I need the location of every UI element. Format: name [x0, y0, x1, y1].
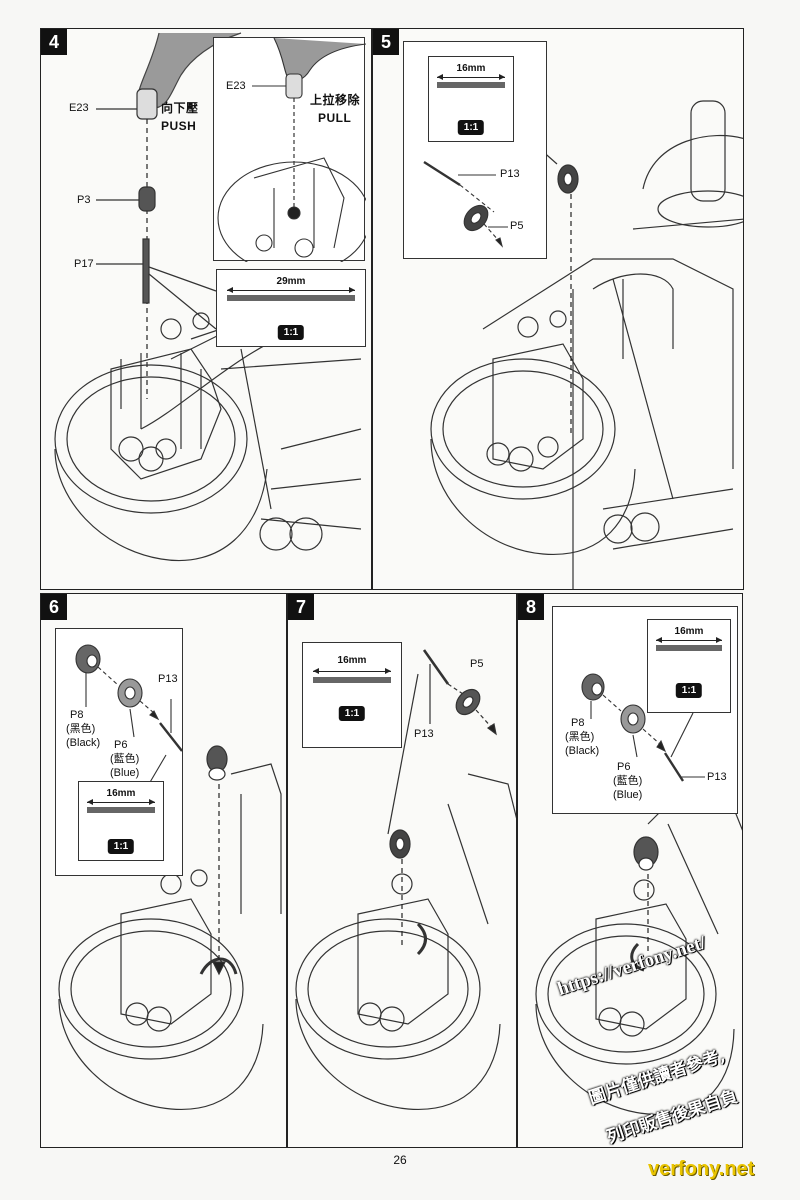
watermark-site: verfony.net [648, 1158, 755, 1180]
step-5-inset-illustration [423, 160, 508, 248]
label-p6-color-en: (Blue) [613, 789, 643, 801]
step-5-inset: 16mm 1:1 P13 P5 [403, 41, 547, 259]
label-push-en: PUSH [161, 119, 197, 133]
p3-part [138, 186, 156, 212]
label-p13: P13 [500, 168, 520, 180]
label-p6: P6 [617, 761, 631, 773]
label-p8-color-en: (Black) [565, 745, 600, 757]
label-p8-color-cn: (黑色) [66, 723, 96, 735]
p13-shaft [423, 160, 461, 187]
step-7-number: 7 [288, 594, 314, 620]
p8-p6-assembly [206, 745, 228, 781]
step-4-scale-box: 29mm 1:1 [216, 269, 366, 347]
p5-gear-floating [557, 164, 579, 194]
step-6-inset: P8 (黑色) (Black) P6 (藍色) (Blue) P13 16mm … [55, 628, 183, 876]
scale-part-silhouette [656, 645, 722, 651]
step-8-panel: 8 [517, 593, 743, 1148]
label-pull-en: PULL [318, 111, 352, 125]
label-p17: P17 [74, 258, 94, 270]
step-5-scale-box: 16mm 1:1 [428, 56, 514, 142]
step-8-number: 8 [518, 594, 544, 620]
scale-length-16mm: 16mm [456, 63, 486, 74]
step-8-inset: 16mm 1:1 P8 (黑色) (Black) P6 (藍色) (Blue) … [552, 606, 738, 814]
p5-gear [455, 688, 481, 716]
label-p6-color-cn: (藍色) [613, 775, 643, 787]
step-8-illustration [535, 793, 742, 1115]
scale-length-16mm: 16mm [106, 788, 136, 799]
step-7-illustration [295, 649, 516, 1110]
label-p6-color-en: (Blue) [110, 767, 140, 779]
p8-gear-black [75, 644, 101, 674]
label-p13: P13 [158, 673, 178, 685]
label-p5: P5 [510, 220, 524, 232]
finger-illustration [138, 32, 242, 109]
step-6-scale-box: 16mm 1:1 [78, 781, 164, 861]
label-push-cn: 向下壓 [161, 101, 199, 115]
label-e23: E23 [69, 102, 89, 114]
step-7-panel: 7 [287, 593, 517, 1148]
scale-dimension-arrow [313, 668, 391, 674]
scale-ratio-badge: 1:1 [277, 325, 305, 340]
step-6-panel: 6 [40, 593, 287, 1148]
scale-dimension-arrow [437, 74, 505, 80]
label-pull-cn: 上拉移除 [310, 93, 361, 107]
step-5-number: 5 [373, 29, 399, 55]
label-inset-e23: E23 [226, 80, 246, 92]
p13-shaft [159, 722, 183, 752]
step-5-panel: 5 [372, 28, 744, 590]
scale-length-16mm: 16mm [337, 655, 367, 666]
label-p8-color-cn: (黑色) [565, 731, 595, 743]
step-4-panel: 4 [40, 28, 372, 590]
scale-ratio-badge: 1:1 [675, 683, 703, 698]
p6-gear-blue [620, 704, 646, 734]
scale-length-16mm: 16mm [674, 626, 704, 637]
p8-p6-assembly [633, 836, 659, 871]
step-6-number: 6 [41, 594, 67, 620]
step-4-number: 4 [41, 29, 67, 55]
label-p6: P6 [114, 739, 128, 751]
scale-part-silhouette [227, 295, 355, 301]
p5-gear-inset [463, 204, 489, 232]
scale-ratio-badge: 1:1 [107, 839, 135, 854]
label-p5: P5 [470, 658, 484, 670]
scale-length-29mm: 29mm [276, 276, 306, 287]
label-p3: P3 [77, 194, 91, 206]
step-4-illustration [54, 32, 362, 561]
label-p6-color-cn: (藍色) [110, 753, 140, 765]
step-8-scale-box: 16mm 1:1 [647, 619, 731, 713]
p8-gear-black [581, 673, 605, 701]
scale-dimension-arrow [656, 637, 722, 643]
e23-part [136, 88, 158, 120]
label-p8: P8 [571, 717, 585, 729]
step-6-illustration [58, 745, 282, 1110]
step-7-scale-box: 16mm 1:1 [302, 642, 402, 748]
label-p13: P13 [414, 728, 434, 740]
scale-dimension-arrow [227, 287, 355, 293]
step-8-inset-illustration [581, 673, 705, 782]
p6-gear-blue [117, 678, 143, 708]
scale-ratio-badge: 1:1 [457, 120, 485, 135]
scale-part-silhouette [437, 82, 505, 88]
pull-inset-illustration [217, 38, 366, 262]
p13-shaft [663, 752, 685, 782]
p5-gear-mounted [389, 829, 411, 859]
e23-inset-part [285, 73, 303, 99]
label-p8: P8 [70, 709, 84, 721]
page-number: 26 [393, 1153, 407, 1167]
step-5-illustration [430, 100, 743, 589]
scale-ratio-badge: 1:1 [338, 706, 366, 721]
scale-part-silhouette [87, 807, 155, 813]
label-p8-color-en: (Black) [66, 737, 101, 749]
scale-dimension-arrow [87, 799, 155, 805]
label-p13: P13 [707, 771, 727, 783]
scale-part-silhouette [313, 677, 391, 683]
step-4-pull-inset: E23 上拉移除 PULL [213, 37, 366, 262]
p13-shaft [422, 649, 450, 685]
p17-part [142, 238, 150, 304]
